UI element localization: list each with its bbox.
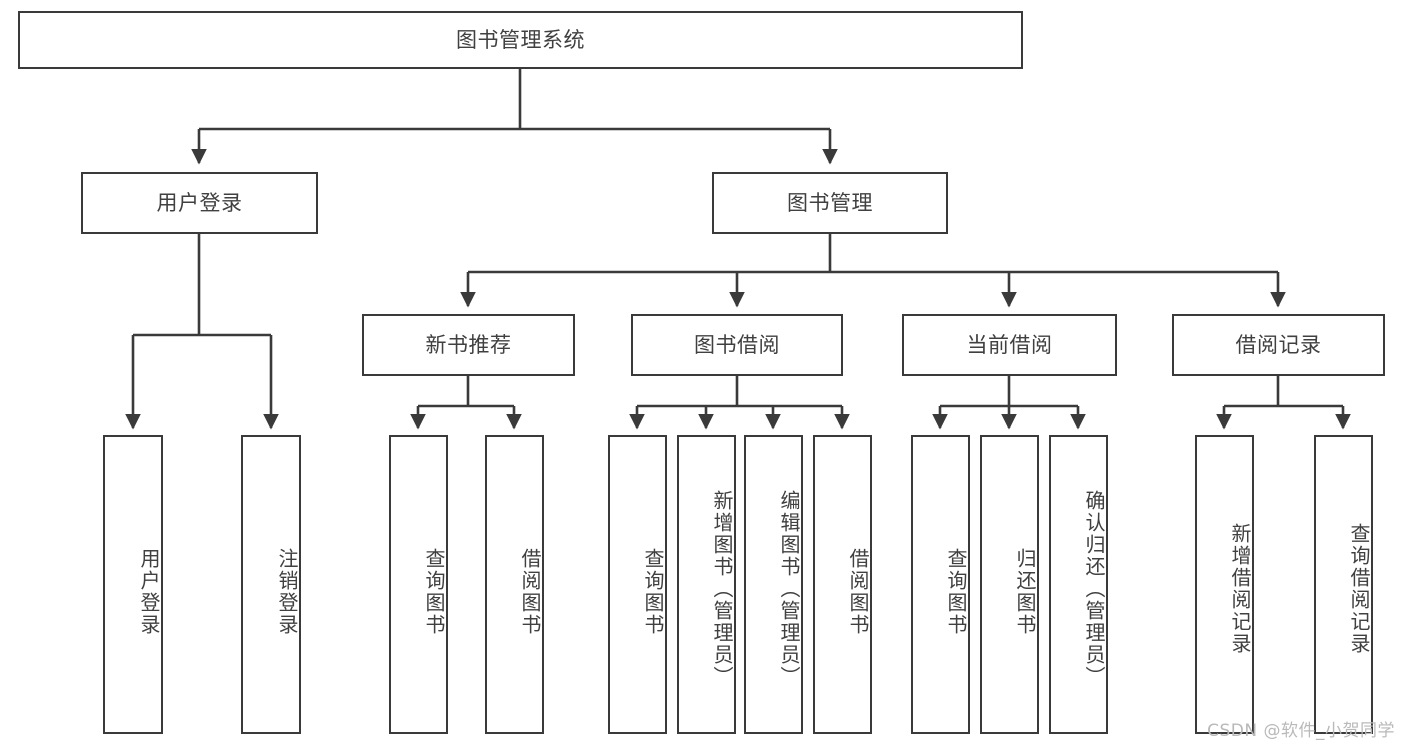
node-leaf-edit-book-label: 编辑图书（管理员） xyxy=(777,489,801,688)
node-leaf-user-login[interactable]: 用户登录 xyxy=(103,435,163,734)
node-leaf-query-book-2[interactable]: 查询图书 xyxy=(608,435,667,734)
node-book-borrow-label: 图书借阅 xyxy=(694,332,780,357)
node-leaf-logout[interactable]: 注销登录 xyxy=(241,435,301,734)
node-book-manage[interactable]: 图书管理 xyxy=(712,172,948,234)
node-user-login[interactable]: 用户登录 xyxy=(81,172,318,234)
node-leaf-query-record-label: 查询借阅记录 xyxy=(1347,522,1371,655)
node-leaf-query-record[interactable]: 查询借阅记录 xyxy=(1314,435,1373,734)
node-leaf-borrow-book-2[interactable]: 借阅图书 xyxy=(813,435,872,734)
node-borrow-record-label: 借阅记录 xyxy=(1235,332,1322,357)
node-leaf-return-book-label: 归还图书 xyxy=(1013,547,1037,636)
node-book-manage-label: 图书管理 xyxy=(787,190,873,215)
node-leaf-add-book-label: 新增图书（管理员） xyxy=(710,489,734,688)
node-leaf-borrow-book-2-label: 借阅图书 xyxy=(846,547,870,636)
node-leaf-borrow-book-1-label: 借阅图书 xyxy=(518,547,542,636)
node-user-login-label: 用户登录 xyxy=(156,190,243,215)
node-root-label: 图书管理系统 xyxy=(456,27,585,52)
node-leaf-confirm-return-label: 确认归还（管理员） xyxy=(1082,489,1106,688)
node-leaf-query-book-3[interactable]: 查询图书 xyxy=(911,435,970,734)
node-leaf-edit-book[interactable]: 编辑图书（管理员） xyxy=(744,435,803,734)
node-leaf-query-book-2-label: 查询图书 xyxy=(641,547,665,636)
node-leaf-logout-label: 注销登录 xyxy=(275,547,299,636)
node-current-borrow-label: 当前借阅 xyxy=(966,332,1053,357)
node-leaf-add-record[interactable]: 新增借阅记录 xyxy=(1195,435,1254,734)
node-leaf-query-book-1[interactable]: 查询图书 xyxy=(389,435,448,734)
node-root[interactable]: 图书管理系统 xyxy=(18,11,1023,69)
csdn-watermark: CSDN @软件_小贺同学 xyxy=(1207,721,1395,741)
node-book-borrow[interactable]: 图书借阅 xyxy=(631,314,843,376)
node-leaf-user-login-label: 用户登录 xyxy=(137,547,161,636)
node-current-borrow[interactable]: 当前借阅 xyxy=(902,314,1117,376)
node-leaf-query-book-3-label: 查询图书 xyxy=(944,547,968,636)
node-leaf-query-book-1-label: 查询图书 xyxy=(422,547,446,636)
node-leaf-add-record-label: 新增借阅记录 xyxy=(1228,522,1252,655)
node-leaf-add-book[interactable]: 新增图书（管理员） xyxy=(677,435,736,734)
node-leaf-confirm-return[interactable]: 确认归还（管理员） xyxy=(1049,435,1108,734)
node-leaf-borrow-book-1[interactable]: 借阅图书 xyxy=(485,435,544,734)
node-new-book-rec[interactable]: 新书推荐 xyxy=(362,314,575,376)
node-new-book-rec-label: 新书推荐 xyxy=(425,332,512,357)
node-borrow-record[interactable]: 借阅记录 xyxy=(1172,314,1385,376)
node-leaf-return-book[interactable]: 归还图书 xyxy=(980,435,1039,734)
